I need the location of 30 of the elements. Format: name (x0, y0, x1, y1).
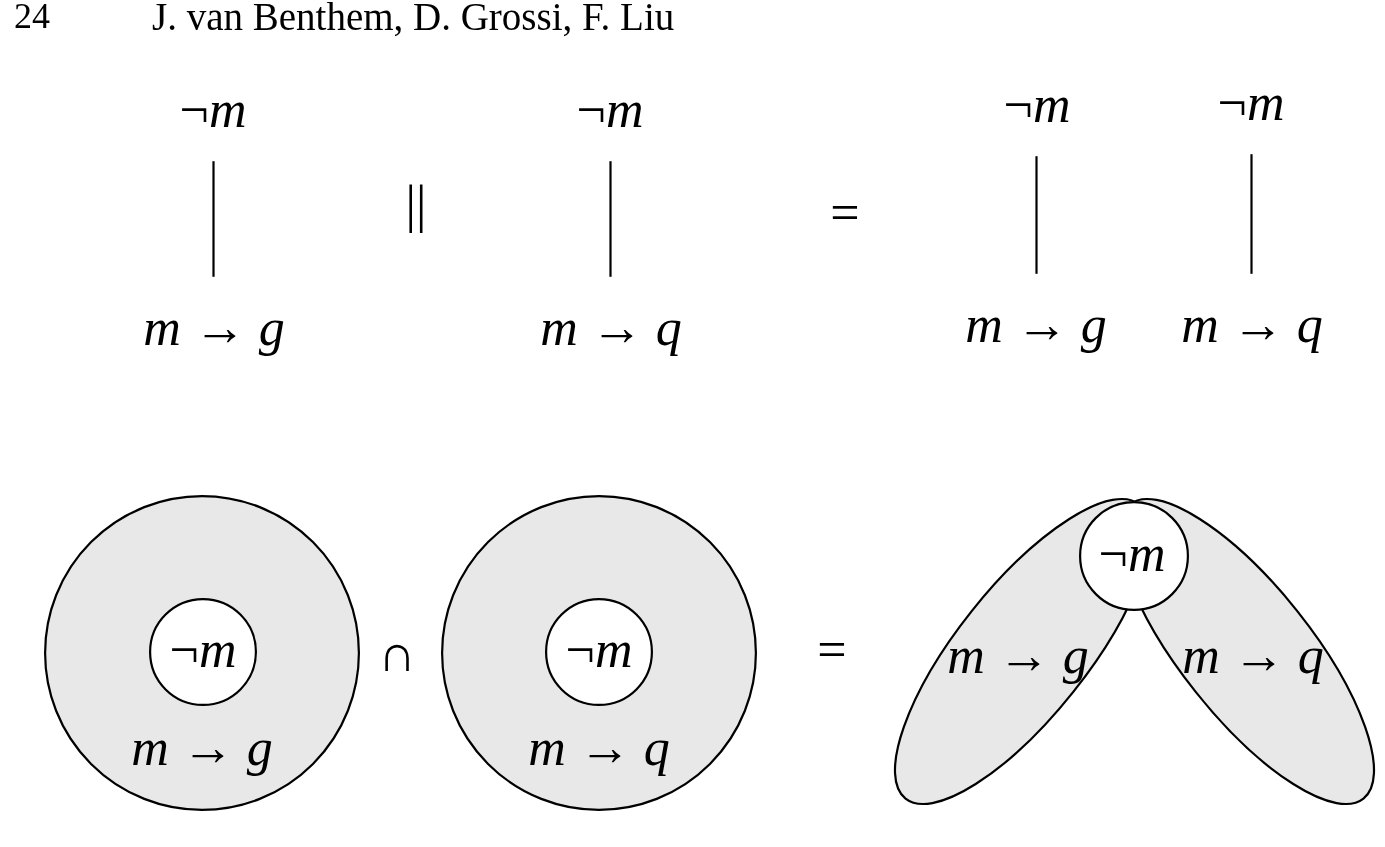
connector-line (1035, 156, 1038, 274)
shaded-circle (441, 495, 757, 811)
formula-label: ¬m (1003, 73, 1071, 137)
small-circle (149, 598, 257, 706)
formula-label: m → q (1181, 293, 1323, 357)
parallel-operator: || (405, 175, 427, 235)
equals-sign: = (830, 183, 860, 243)
formula-label: ¬m (1098, 523, 1166, 584)
formula-label: ¬m (576, 78, 644, 142)
formula-label: m → g (947, 625, 1089, 686)
formula-label: ¬m (169, 619, 237, 680)
formula-label: ¬m (1217, 71, 1285, 135)
formula-label: m → g (131, 717, 273, 778)
intersection-operator: ∩ (378, 624, 416, 684)
connector-line (609, 161, 612, 277)
formula-label: ¬m (179, 78, 247, 142)
page-number: 24 (14, 0, 50, 38)
connector-line (1250, 154, 1253, 274)
connector-line (212, 161, 215, 277)
formula-label: m → q (528, 717, 670, 778)
formula-label: ¬m (565, 619, 633, 680)
formula-label: m → g (965, 293, 1107, 357)
formula-label: m → q (540, 296, 682, 360)
small-circle (545, 598, 653, 706)
shaded-circle (44, 495, 360, 811)
formula-label: m → g (143, 296, 285, 360)
author-line: J. van Benthem, D. Grossi, F. Liu (152, 0, 675, 40)
equals-sign: = (817, 620, 847, 680)
formula-label: m → q (1182, 625, 1324, 686)
small-circle (1079, 501, 1189, 611)
